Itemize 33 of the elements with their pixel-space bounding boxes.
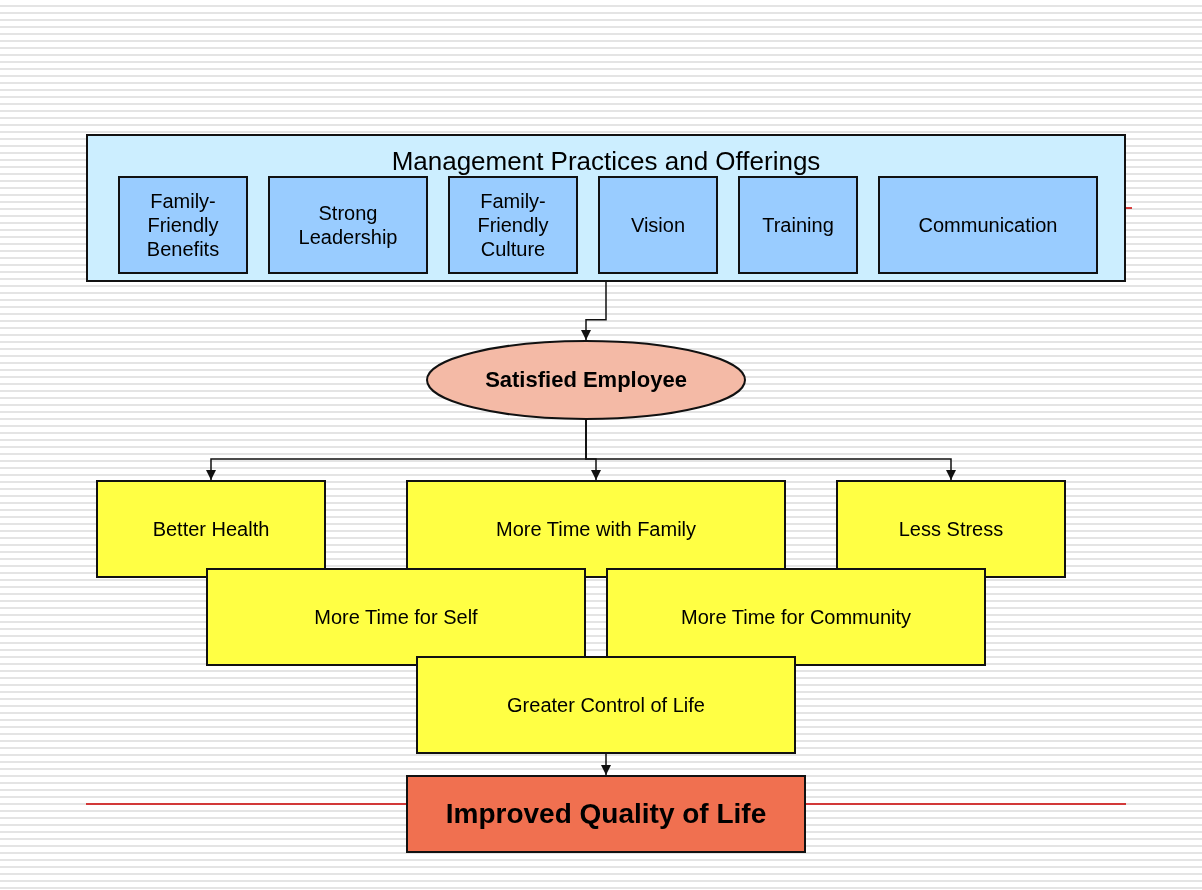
node-label: Vision <box>629 213 687 237</box>
connector-arrow <box>580 281 607 341</box>
practice-box <box>878 176 1098 274</box>
node-label: Less Stress <box>897 517 1005 541</box>
node-label: Family-Friendly Benefits <box>145 189 221 261</box>
node-label: More Time for Self <box>313 605 479 629</box>
result-box <box>406 775 806 853</box>
node-label: Greater Control of Life <box>506 693 706 717</box>
practice-box <box>738 176 858 274</box>
connector-arrow <box>600 753 612 776</box>
node-label: More Time for Community <box>679 605 913 629</box>
container-title: Management Practices and Offerings <box>391 146 821 178</box>
outcome-box <box>416 656 796 754</box>
container-box <box>86 134 1126 282</box>
node-label: Communication <box>917 213 1059 237</box>
node-label: Training <box>761 213 835 237</box>
node-label: Satisfied Employee <box>484 366 688 394</box>
connector-arrow <box>585 419 957 481</box>
node-label: More Time with Family <box>495 517 697 541</box>
outcome-box <box>606 568 986 666</box>
practice-box <box>448 176 578 274</box>
employee-ellipse <box>426 340 746 420</box>
node-label: Improved Quality of Life <box>444 797 768 831</box>
outcome-box <box>206 568 586 666</box>
node-label: Family-Friendly Culture <box>476 189 550 261</box>
node-label: Strong Leadership <box>297 201 399 249</box>
node-label: Better Health <box>151 517 271 541</box>
outcome-box <box>406 480 786 578</box>
practice-box <box>268 176 428 274</box>
outcome-box <box>836 480 1066 578</box>
practice-box <box>118 176 248 274</box>
outcome-box <box>96 480 326 578</box>
practice-box <box>598 176 718 274</box>
